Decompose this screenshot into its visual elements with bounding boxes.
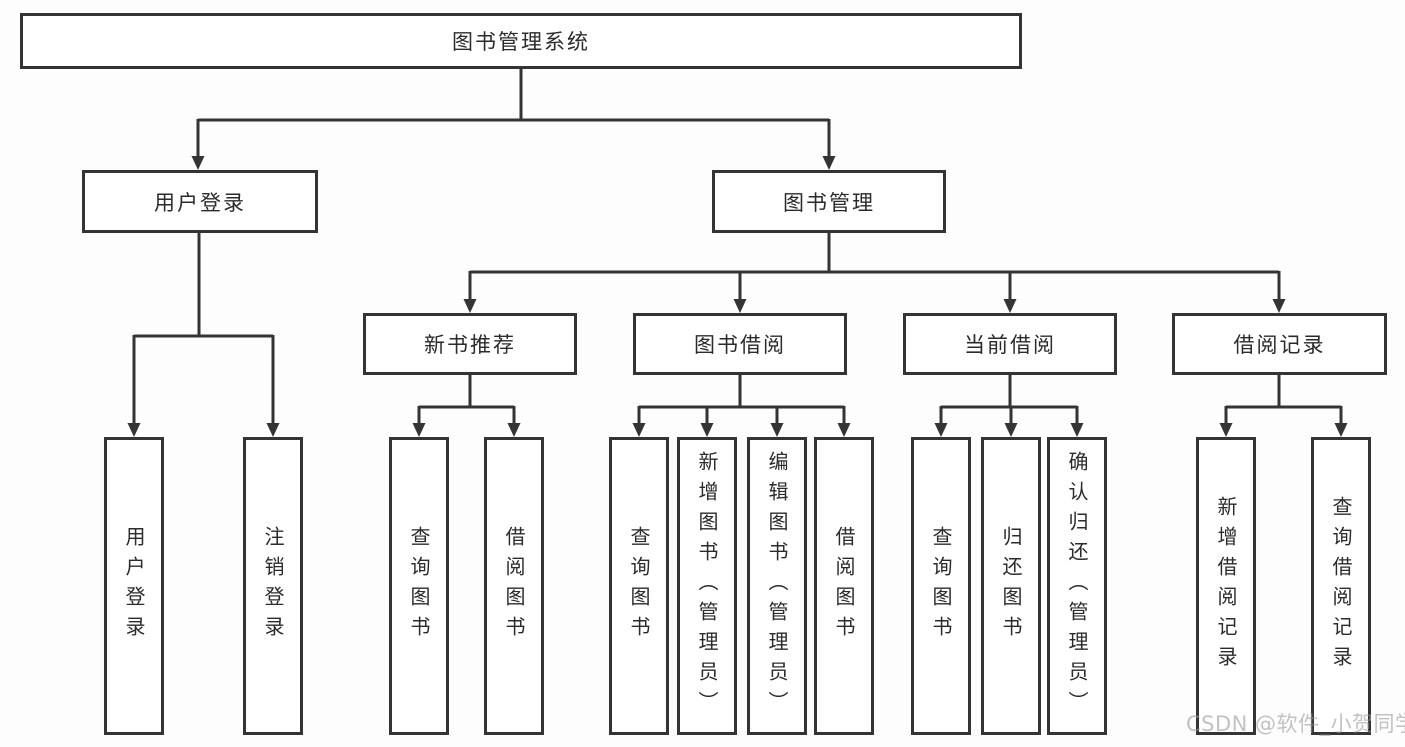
leaf-edit-books-admin: 编辑图书（管理员） [747, 437, 807, 735]
connector-book-mgmt-branch [463, 233, 1286, 313]
leaf-query-borrow-record: 查询借阅记录 [1311, 437, 1371, 735]
leaf-confirm-return-admin: 确认归还（管理员） [1047, 437, 1107, 735]
node-new-book-recommend: 新书推荐 [363, 313, 577, 375]
node-borrow-records: 借阅记录 [1172, 313, 1387, 375]
leaf-query-books: 查询图书 [389, 437, 449, 735]
leaf-borrow-books: 借阅图书 [484, 437, 544, 735]
leaf-user-login: 用户登录 [104, 437, 164, 735]
connector-root-to-level2 [191, 68, 836, 170]
node-book-management: 图书管理 [712, 170, 946, 233]
connector-user-login-branch [127, 233, 280, 437]
node-user-login: 用户登录 [82, 170, 318, 233]
connector-book-borrow-branch [632, 375, 851, 437]
leaf-add-books-admin: 新增图书（管理员） [677, 437, 737, 735]
csdn-watermark: CSDN @软件_小贺同学 [1186, 712, 1405, 736]
leaf-query-books: 查询图书 [609, 437, 669, 735]
connector-current-borrow-branch [934, 375, 1084, 437]
connector-new-book-branch [412, 375, 521, 437]
leaf-borrow-books: 借阅图书 [814, 437, 874, 735]
node-library-system: 图书管理系统 [20, 13, 1022, 69]
node-current-borrowing: 当前借阅 [903, 313, 1117, 375]
node-book-borrowing: 图书借阅 [633, 313, 847, 375]
leaf-query-books: 查询图书 [911, 437, 971, 735]
connector-records-branch [1219, 375, 1348, 437]
leaf-return-books: 归还图书 [981, 437, 1041, 735]
leaf-add-borrow-record: 新增借阅记录 [1196, 437, 1256, 735]
leaf-logout: 注销登录 [243, 437, 303, 735]
